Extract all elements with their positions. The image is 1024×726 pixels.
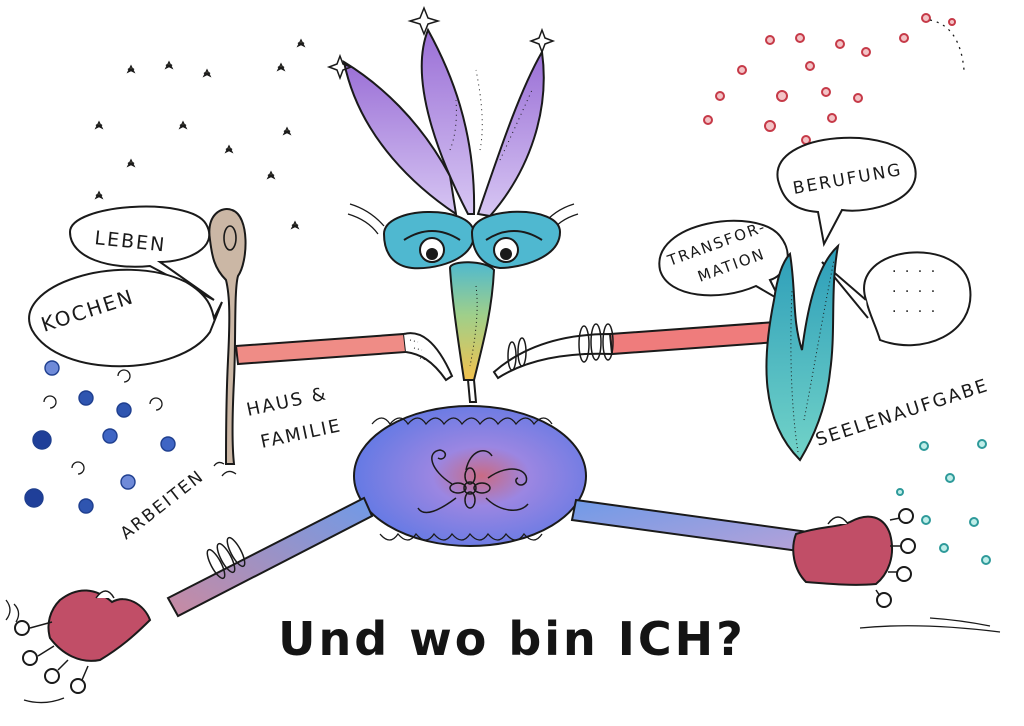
left-arm xyxy=(234,332,454,382)
flower-ornament-icon xyxy=(417,449,529,514)
dot-trail xyxy=(929,19,965,71)
spoon xyxy=(208,208,247,477)
star-icon xyxy=(94,120,104,130)
flower-petals xyxy=(342,27,545,218)
left-leg xyxy=(166,496,374,618)
wheel-icon xyxy=(898,508,914,524)
speech-bubble-leben: LEBEN xyxy=(68,205,215,301)
caption-question: Und wo bin ICH? xyxy=(278,612,746,666)
wheel-icon xyxy=(876,592,892,608)
label-familie: FAMILIE xyxy=(259,415,344,453)
right-leg xyxy=(570,498,810,554)
star-icon xyxy=(290,220,300,230)
right-roller-skate xyxy=(792,508,1001,633)
nose xyxy=(448,261,496,381)
swirl-marks xyxy=(43,369,163,475)
leaf-plant xyxy=(765,243,840,462)
right-arm xyxy=(492,320,780,380)
dot-cluster-top-right xyxy=(703,13,956,145)
wheel-icon xyxy=(896,566,912,582)
speech-bubble-kochen: KOCHEN xyxy=(28,268,223,368)
bubble-ellipsis-2: . . . . xyxy=(892,280,937,296)
speech-bubble-transformation: TRANSFOR- MATION xyxy=(658,217,789,303)
neck xyxy=(467,379,478,403)
body xyxy=(353,405,587,547)
dot-cluster-right xyxy=(896,439,991,565)
wheel-icon xyxy=(22,650,38,666)
star-icon xyxy=(296,38,306,48)
star-icon xyxy=(282,126,292,136)
star-icon xyxy=(202,68,212,78)
spiral-cluster-left xyxy=(24,344,176,514)
bubble-ellipsis-3: . . . . xyxy=(892,300,937,316)
speech-bubble-berufung: BERUFUNG xyxy=(776,136,917,247)
wheel-icon xyxy=(70,678,86,694)
wheel-icon xyxy=(14,620,30,636)
bubble-ellipsis-1: . . . . xyxy=(892,260,937,276)
star-icon xyxy=(164,60,174,70)
speech-bubble-empty: . . . . . . . . . . . . xyxy=(821,251,972,347)
wheel-icon xyxy=(44,668,60,684)
star-icon xyxy=(94,190,104,200)
star-icon xyxy=(276,62,286,72)
sparkle-icons xyxy=(326,5,556,81)
wheel-icon xyxy=(900,538,916,554)
label-seelenaufgabe: SEELENAUFGABE xyxy=(813,375,992,451)
left-roller-skate xyxy=(5,589,152,704)
star-icon xyxy=(178,120,188,130)
star-cluster-left xyxy=(94,38,306,230)
label-haus: HAUS & xyxy=(245,383,330,421)
star-icon xyxy=(126,158,136,168)
eyes xyxy=(382,210,562,270)
star-icon xyxy=(126,64,136,74)
star-icon xyxy=(224,144,234,154)
star-icon xyxy=(266,170,276,180)
